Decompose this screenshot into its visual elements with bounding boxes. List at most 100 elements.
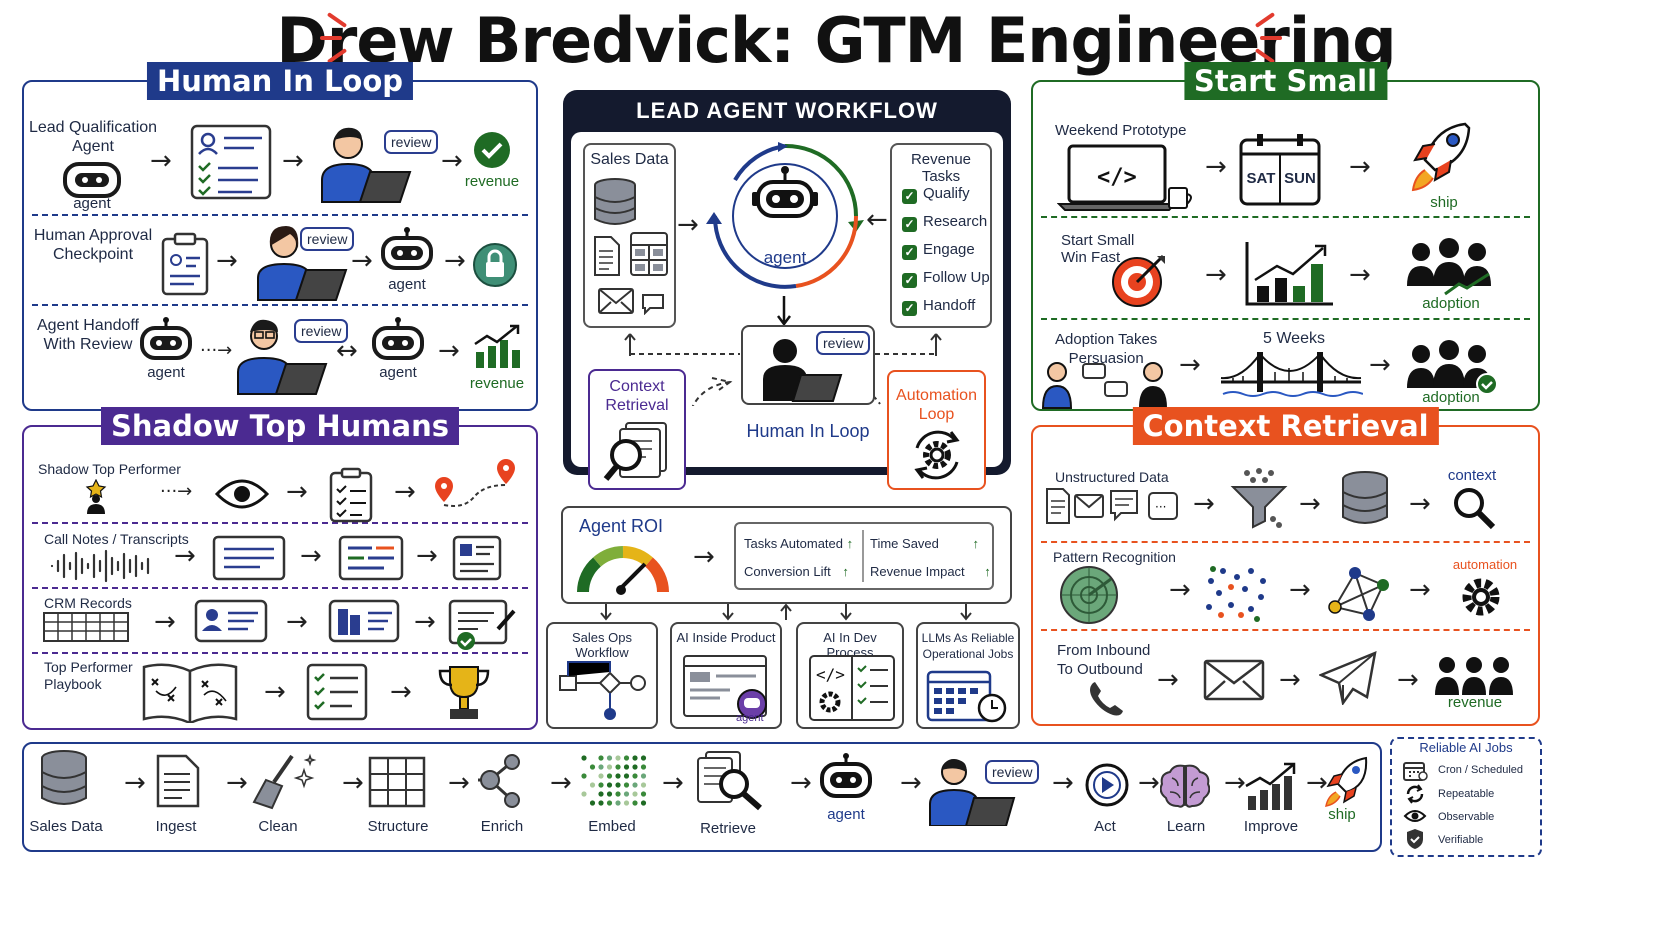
- review-bubble: review: [816, 331, 871, 355]
- bridge-icon: [1220, 352, 1363, 397]
- pipeline-step-label: Enrich: [480, 818, 524, 835]
- gear-icon: [1462, 578, 1500, 616]
- trophy-icon: [438, 666, 490, 719]
- pillar-ai-inside-product: AI Inside Product agent: [670, 622, 782, 729]
- person-laptop-icon: [237, 319, 328, 395]
- brain-icon: [1160, 764, 1210, 808]
- person-laptop-icon: [929, 759, 1016, 826]
- right-burst-icon: [1252, 10, 1292, 70]
- contact-card-icon: [194, 599, 268, 643]
- arrow-icon: →: [174, 541, 196, 571]
- robot-icon: [140, 317, 192, 360]
- retrieve-search-icon: [697, 751, 762, 811]
- result-label: ship: [1430, 194, 1458, 211]
- roi-metrics-box: Tasks Automated ↑ Time Saved ↑ Conversio…: [734, 522, 994, 590]
- result-label: revenue: [469, 375, 525, 392]
- roi-connector-arrows: [600, 604, 972, 621]
- grid-icon: [630, 232, 668, 276]
- task-item: ✓Handoff: [902, 296, 975, 316]
- arrow-icon: →: [1279, 665, 1301, 695]
- metric-label: Time Saved ↑: [870, 536, 980, 551]
- arrow-icon: →: [1289, 575, 1311, 605]
- pipeline-step-label: Structure: [367, 818, 429, 835]
- rocket-icon: [1325, 756, 1368, 807]
- arrow-icon: →: [1299, 489, 1321, 519]
- row-label: CRM Records: [44, 595, 132, 611]
- dashed-arrow-icon: ···→: [160, 481, 193, 502]
- growth-chart-icon: [1245, 762, 1296, 810]
- sat-label: SAT: [1246, 170, 1276, 187]
- pipeline-step-label: Retrieve: [700, 820, 756, 837]
- arrow-icon: →: [154, 607, 176, 637]
- sun-label: SUN: [1284, 170, 1316, 187]
- broom-icon: [252, 753, 317, 810]
- arrow-icon: →: [1138, 768, 1160, 798]
- pillar-label: AI Inside Product: [676, 630, 776, 645]
- row-label: Shadow Top Performer: [38, 461, 181, 477]
- row-label: Adoption Takes Persuasion: [1055, 331, 1158, 367]
- arrow-icon: →: [390, 677, 412, 707]
- result-label: automation: [1452, 557, 1518, 572]
- pipeline-step-label: agent: [827, 806, 865, 823]
- dashed-arrow-icon: ···→: [200, 340, 233, 361]
- reliable-job-item: Verifiable: [1438, 834, 1484, 846]
- row-label: Agent Handoff With Review: [36, 317, 139, 353]
- paper-plane-icon: [1319, 651, 1377, 705]
- target-icon: [1112, 254, 1165, 307]
- robot-icon: [820, 753, 872, 798]
- agent-label: agent: [763, 248, 807, 267]
- arrow-icon: →: [900, 768, 922, 798]
- pillar-label: LLMs As Reliable Operational Jobs: [921, 631, 1015, 661]
- arrow-icon: →: [1224, 768, 1246, 798]
- task-item: ✓Qualify: [902, 184, 970, 204]
- pillar-sales-ops: Sales Ops Workflow: [546, 622, 658, 729]
- arrow-icon: →: [124, 768, 146, 798]
- pillar-ai-in-dev-process: AI In Dev Process </>: [796, 622, 904, 729]
- panel-title: Start Small: [1183, 62, 1388, 100]
- funnel-icon: [1230, 468, 1288, 529]
- arrow-icon: →: [416, 541, 438, 571]
- network-icon: [1328, 567, 1389, 621]
- gear-cycle-icon: [914, 430, 960, 480]
- agent-label: agent: [388, 276, 426, 293]
- svg-text:···: ···: [1155, 500, 1166, 514]
- clipboard-icon: [161, 232, 209, 296]
- arrow-icon: →: [216, 246, 238, 276]
- agent-label: agent: [73, 195, 111, 212]
- panel-title: Human In Loop: [146, 62, 414, 100]
- row-label: Pattern Recognition: [1053, 549, 1176, 565]
- checklist-profile-icon: [190, 124, 272, 200]
- laptop-code-icon: </>: [1057, 144, 1192, 211]
- agent-label: agent: [147, 364, 185, 381]
- eye-icon: [214, 479, 270, 509]
- arrow-icon: →: [351, 246, 373, 276]
- database-icon: [594, 178, 636, 225]
- arrow-icon: →: [1157, 665, 1179, 695]
- arrow-icon: →: [286, 607, 308, 637]
- review-bubble: review: [300, 227, 355, 251]
- eye-icon: [1403, 810, 1427, 822]
- agent-cycle-icon: [706, 142, 864, 289]
- svg-text:</>: </>: [1097, 165, 1137, 190]
- arrow-icon: ←: [866, 205, 888, 235]
- document-lines-icon: [212, 535, 286, 581]
- metric-label: Conversion Lift ↑: [744, 564, 849, 579]
- arrow-icon: →: [550, 768, 572, 798]
- check-circle-icon: [474, 132, 510, 168]
- result-label: adoption: [1422, 389, 1480, 406]
- row-label: Start Small Win Fast: [1061, 232, 1135, 266]
- radar-icon: [1060, 566, 1118, 624]
- arrow-icon: →: [1349, 152, 1371, 182]
- reliable-ai-jobs-box: [1390, 737, 1542, 857]
- mail-icon: [598, 288, 634, 314]
- left-burst-icon: [312, 10, 352, 70]
- start-small-panel: Start Small Weekend Prototype </> → SAT …: [1031, 62, 1540, 411]
- automation-loop-label: Automation Loop: [896, 387, 977, 423]
- arrow-icon: →: [264, 677, 286, 707]
- playbook-icon: [142, 663, 238, 723]
- calendar-icon: [1403, 762, 1428, 781]
- row-label: Lead Qualification Agent: [28, 119, 158, 155]
- agent-label: agent: [379, 364, 417, 381]
- context-retrieval-label: Context Retrieval: [605, 378, 669, 414]
- reliable-jobs-title: Reliable AI Jobs: [1419, 740, 1513, 755]
